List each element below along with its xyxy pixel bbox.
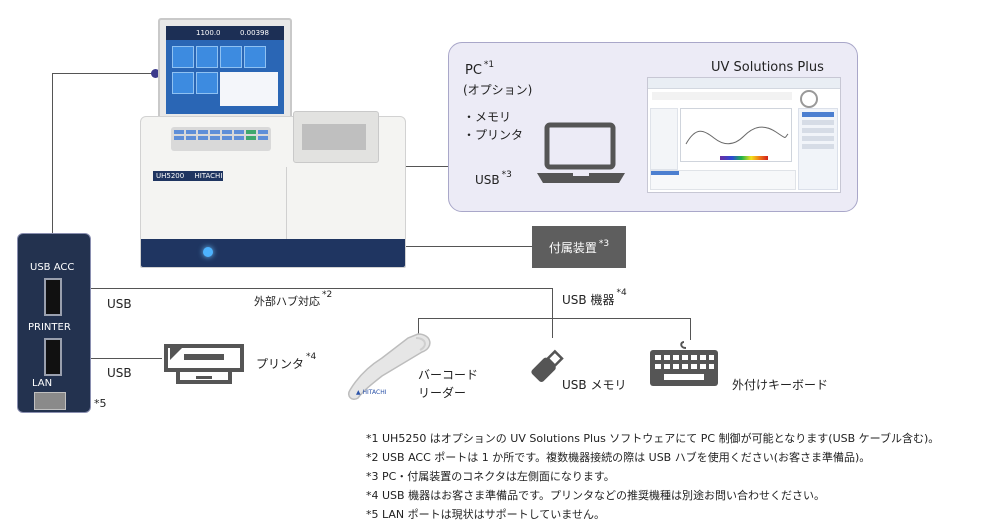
port-usb-acc-label: USB ACC xyxy=(30,262,75,273)
screen-header: 1100.0 0.00398 xyxy=(166,26,284,40)
pc-label-row: PC*1 xyxy=(465,60,495,78)
line-usb-bus xyxy=(418,318,690,319)
software-title-bar xyxy=(652,92,792,100)
model-badge: UH5200 HITACHI xyxy=(153,171,223,181)
keyboard-label: 外付けキーボード xyxy=(732,378,829,392)
accessory-device-box: 付属装置*3 xyxy=(532,226,626,268)
screen-value-2: 0.00398 xyxy=(240,29,269,37)
usb-label-1: USB xyxy=(107,297,132,311)
screen-list xyxy=(220,72,278,106)
sample-compartment-lid xyxy=(293,111,379,163)
barcode-label-2: リーダー xyxy=(418,386,467,400)
brand-name: HITACHI xyxy=(194,172,223,180)
hub-note: *2 xyxy=(322,290,333,300)
screen-tile-4 xyxy=(244,46,266,68)
connector-dot xyxy=(151,69,160,78)
software-title: UV Solutions Plus xyxy=(711,60,824,75)
usb-devices-note: *4 xyxy=(616,288,627,298)
footnote-2: *2 USB ACC ポートは 1 か所です。複数機器接続の際は USB ハブを… xyxy=(366,451,871,464)
pc-usb-label-row: USB*3 xyxy=(475,170,512,187)
line-to-accessory xyxy=(404,246,532,247)
front-panel-divider xyxy=(286,167,287,247)
software-side-panel xyxy=(650,108,678,170)
rear-port-panel: USB ACC PRINTER LAN xyxy=(17,233,91,413)
line-instrument-to-port-v xyxy=(52,73,53,235)
line-usb-bus-down-left xyxy=(418,318,419,340)
footnote-4: *4 USB 機器はお客さま準備品です。プリンタなどの推奨機種は別途お問い合わせ… xyxy=(366,489,825,502)
footnote-1: *1 UH5250 はオプションの UV Solutions Plus ソフトウ… xyxy=(366,432,940,445)
hub-label-row: 外部ハブ対応*2 xyxy=(254,290,333,309)
printer-label-row: プリンタ*4 xyxy=(256,352,317,372)
software-logo xyxy=(800,90,818,108)
port-printer-label: PRINTER xyxy=(28,322,71,333)
pc-memory-label: ・メモリ xyxy=(463,110,512,124)
software-table xyxy=(650,170,796,190)
laptop-icon xyxy=(537,122,625,183)
pc-label: PC xyxy=(465,63,482,78)
spectrophotometer: 1100.0 0.00398 UH5200 HITACHI xyxy=(140,18,406,276)
usb-label-2: USB xyxy=(107,366,132,380)
screen-tile-5 xyxy=(172,72,194,94)
usb-acc-port[interactable] xyxy=(44,278,62,316)
usb-memory-label: USB メモリ xyxy=(562,378,627,392)
screen-tile-3 xyxy=(220,46,242,68)
footnote-3: *3 PC・付属装置のコネクタは左側面になります。 xyxy=(366,470,615,483)
software-right-panel xyxy=(798,108,838,190)
screen-value-1: 1100.0 xyxy=(196,29,221,37)
screen-tile-1 xyxy=(172,46,194,68)
software-toolbar xyxy=(648,78,840,89)
usb-devices-label: USB 機器 xyxy=(562,293,615,307)
port-lan-label: LAN xyxy=(32,378,53,389)
power-indicator xyxy=(203,247,213,257)
keypad xyxy=(171,127,271,151)
lan-note: *5 xyxy=(94,397,107,410)
usb-devices-label-row: USB 機器*4 xyxy=(562,288,627,308)
printer-port[interactable] xyxy=(44,338,62,376)
instrument-base xyxy=(141,239,405,267)
line-usb-acc xyxy=(62,288,552,289)
hub-label: 外部ハブ対応 xyxy=(254,295,320,308)
pc-usb-label: USB xyxy=(475,173,500,187)
barcode-reader-icon: ▲ HITACHI xyxy=(347,333,431,401)
software-screenshot xyxy=(647,77,841,193)
pc-option-panel: PC*1 (オプション) ・メモリ ・プリンタ USB*3 UV Solutio… xyxy=(448,42,858,212)
pc-usb-note: *3 xyxy=(501,170,512,180)
screen-tile-6 xyxy=(196,72,218,94)
barcode-label-1: バーコード xyxy=(418,368,479,382)
instrument-body: UH5200 HITACHI xyxy=(140,111,406,268)
accessory-label: 付属装置 xyxy=(548,240,597,255)
instrument-screen-display: 1100.0 0.00398 xyxy=(166,26,284,114)
accessory-note: *3 xyxy=(598,239,610,249)
model-name: UH5200 xyxy=(156,172,185,180)
instrument-screen: 1100.0 0.00398 xyxy=(158,18,292,126)
footnote-5: *5 LAN ポートは現状はサポートしていません。 xyxy=(366,508,605,521)
screen-tile-2 xyxy=(196,46,218,68)
printer-icon xyxy=(164,344,244,384)
svg-text:▲ HITACHI: ▲ HITACHI xyxy=(356,389,387,396)
spectrum-plot xyxy=(680,108,792,162)
usb-memory-icon xyxy=(531,349,564,383)
keyboard-icon xyxy=(650,341,718,386)
line-usb-bus-down-mid xyxy=(552,288,553,338)
pc-note: *1 xyxy=(483,60,495,70)
pc-printer-label: ・プリンタ xyxy=(463,128,524,142)
lan-port[interactable] xyxy=(34,392,66,410)
line-usb-bus-down-right xyxy=(690,318,691,340)
line-printer xyxy=(62,358,162,359)
pc-option-label: (オプション) xyxy=(463,83,533,97)
printer-label: プリンタ xyxy=(256,357,305,371)
line-instrument-to-port-h xyxy=(52,73,156,74)
printer-note: *4 xyxy=(306,352,317,362)
